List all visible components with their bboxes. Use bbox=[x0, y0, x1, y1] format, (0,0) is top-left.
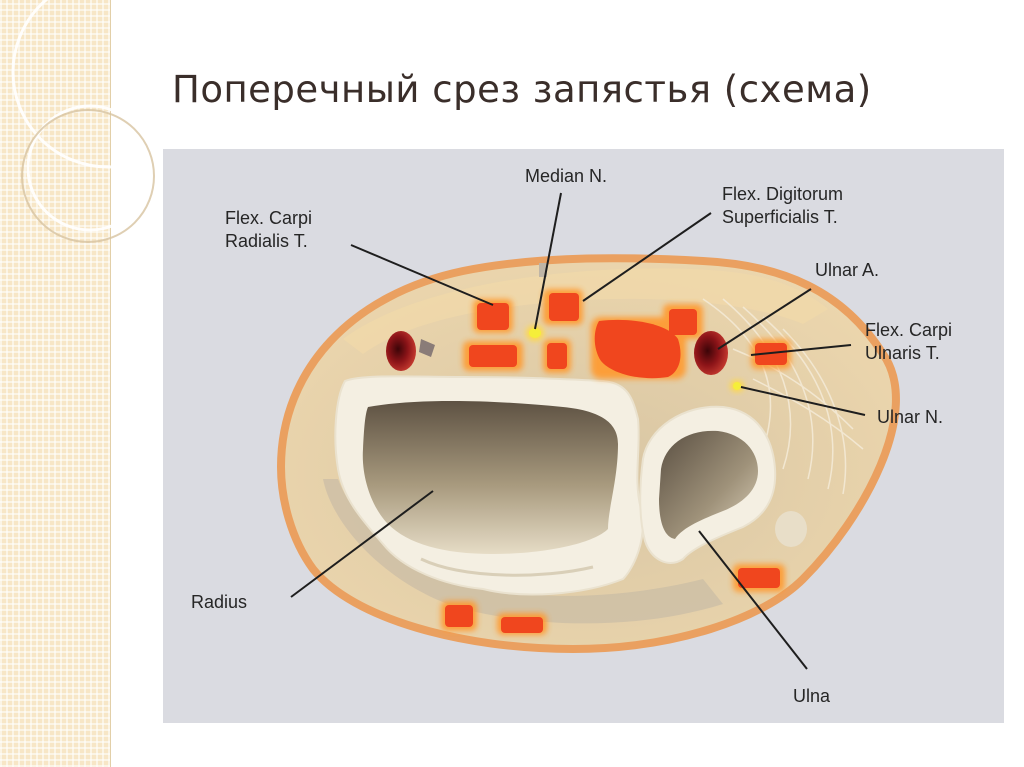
decorative-sidebar bbox=[0, 0, 110, 767]
label-flex-carpi-ulnaris: Flex. Carpi Ulnaris T. bbox=[865, 319, 952, 365]
label-flex-carpi-radialis-line2: Radialis T. bbox=[225, 231, 308, 251]
ulnar-artery bbox=[694, 331, 728, 375]
radius-bone bbox=[334, 375, 644, 596]
leader-lines bbox=[290, 192, 866, 670]
label-flex-carpi-ulnaris-line1: Flex. Carpi bbox=[865, 320, 953, 340]
label-median-nerve: Median N. bbox=[525, 166, 608, 186]
ulnar-nerve bbox=[730, 380, 744, 392]
sidebar-divider bbox=[110, 0, 111, 767]
label-flex-carpi-radialis-line1: Flex. Carpi bbox=[225, 208, 313, 228]
ulna-bone bbox=[639, 405, 777, 564]
label-flex-digitorum-superficialis: Flex. Digitorum Superficialis T. bbox=[722, 183, 843, 229]
radial-artery bbox=[386, 331, 435, 371]
label-flex-digitorum-line1: Flex. Digitorum bbox=[722, 184, 844, 204]
wrist-cross-section-diagram: Median N. Flex. Digitorum Superficialis … bbox=[163, 149, 1004, 723]
label-ulnar-nerve: Ulnar N. bbox=[877, 407, 944, 427]
label-ulnar-artery: Ulnar A. bbox=[815, 260, 880, 280]
label-flex-carpi-ulnaris-line2: Ulnaris T. bbox=[865, 343, 940, 363]
decorative-rings bbox=[11, 0, 160, 243]
label-flex-carpi-radialis: Flex. Carpi Radialis T. bbox=[225, 207, 312, 253]
label-ulna: Ulna bbox=[793, 686, 831, 706]
label-radius: Radius bbox=[191, 592, 248, 612]
median-nerve bbox=[526, 325, 544, 341]
slide-title: Поперечный срез запястья (схема) bbox=[172, 68, 872, 111]
connective-tissue-lines bbox=[702, 298, 864, 495]
label-flex-digitorum-line2: Superficialis T. bbox=[722, 207, 838, 227]
